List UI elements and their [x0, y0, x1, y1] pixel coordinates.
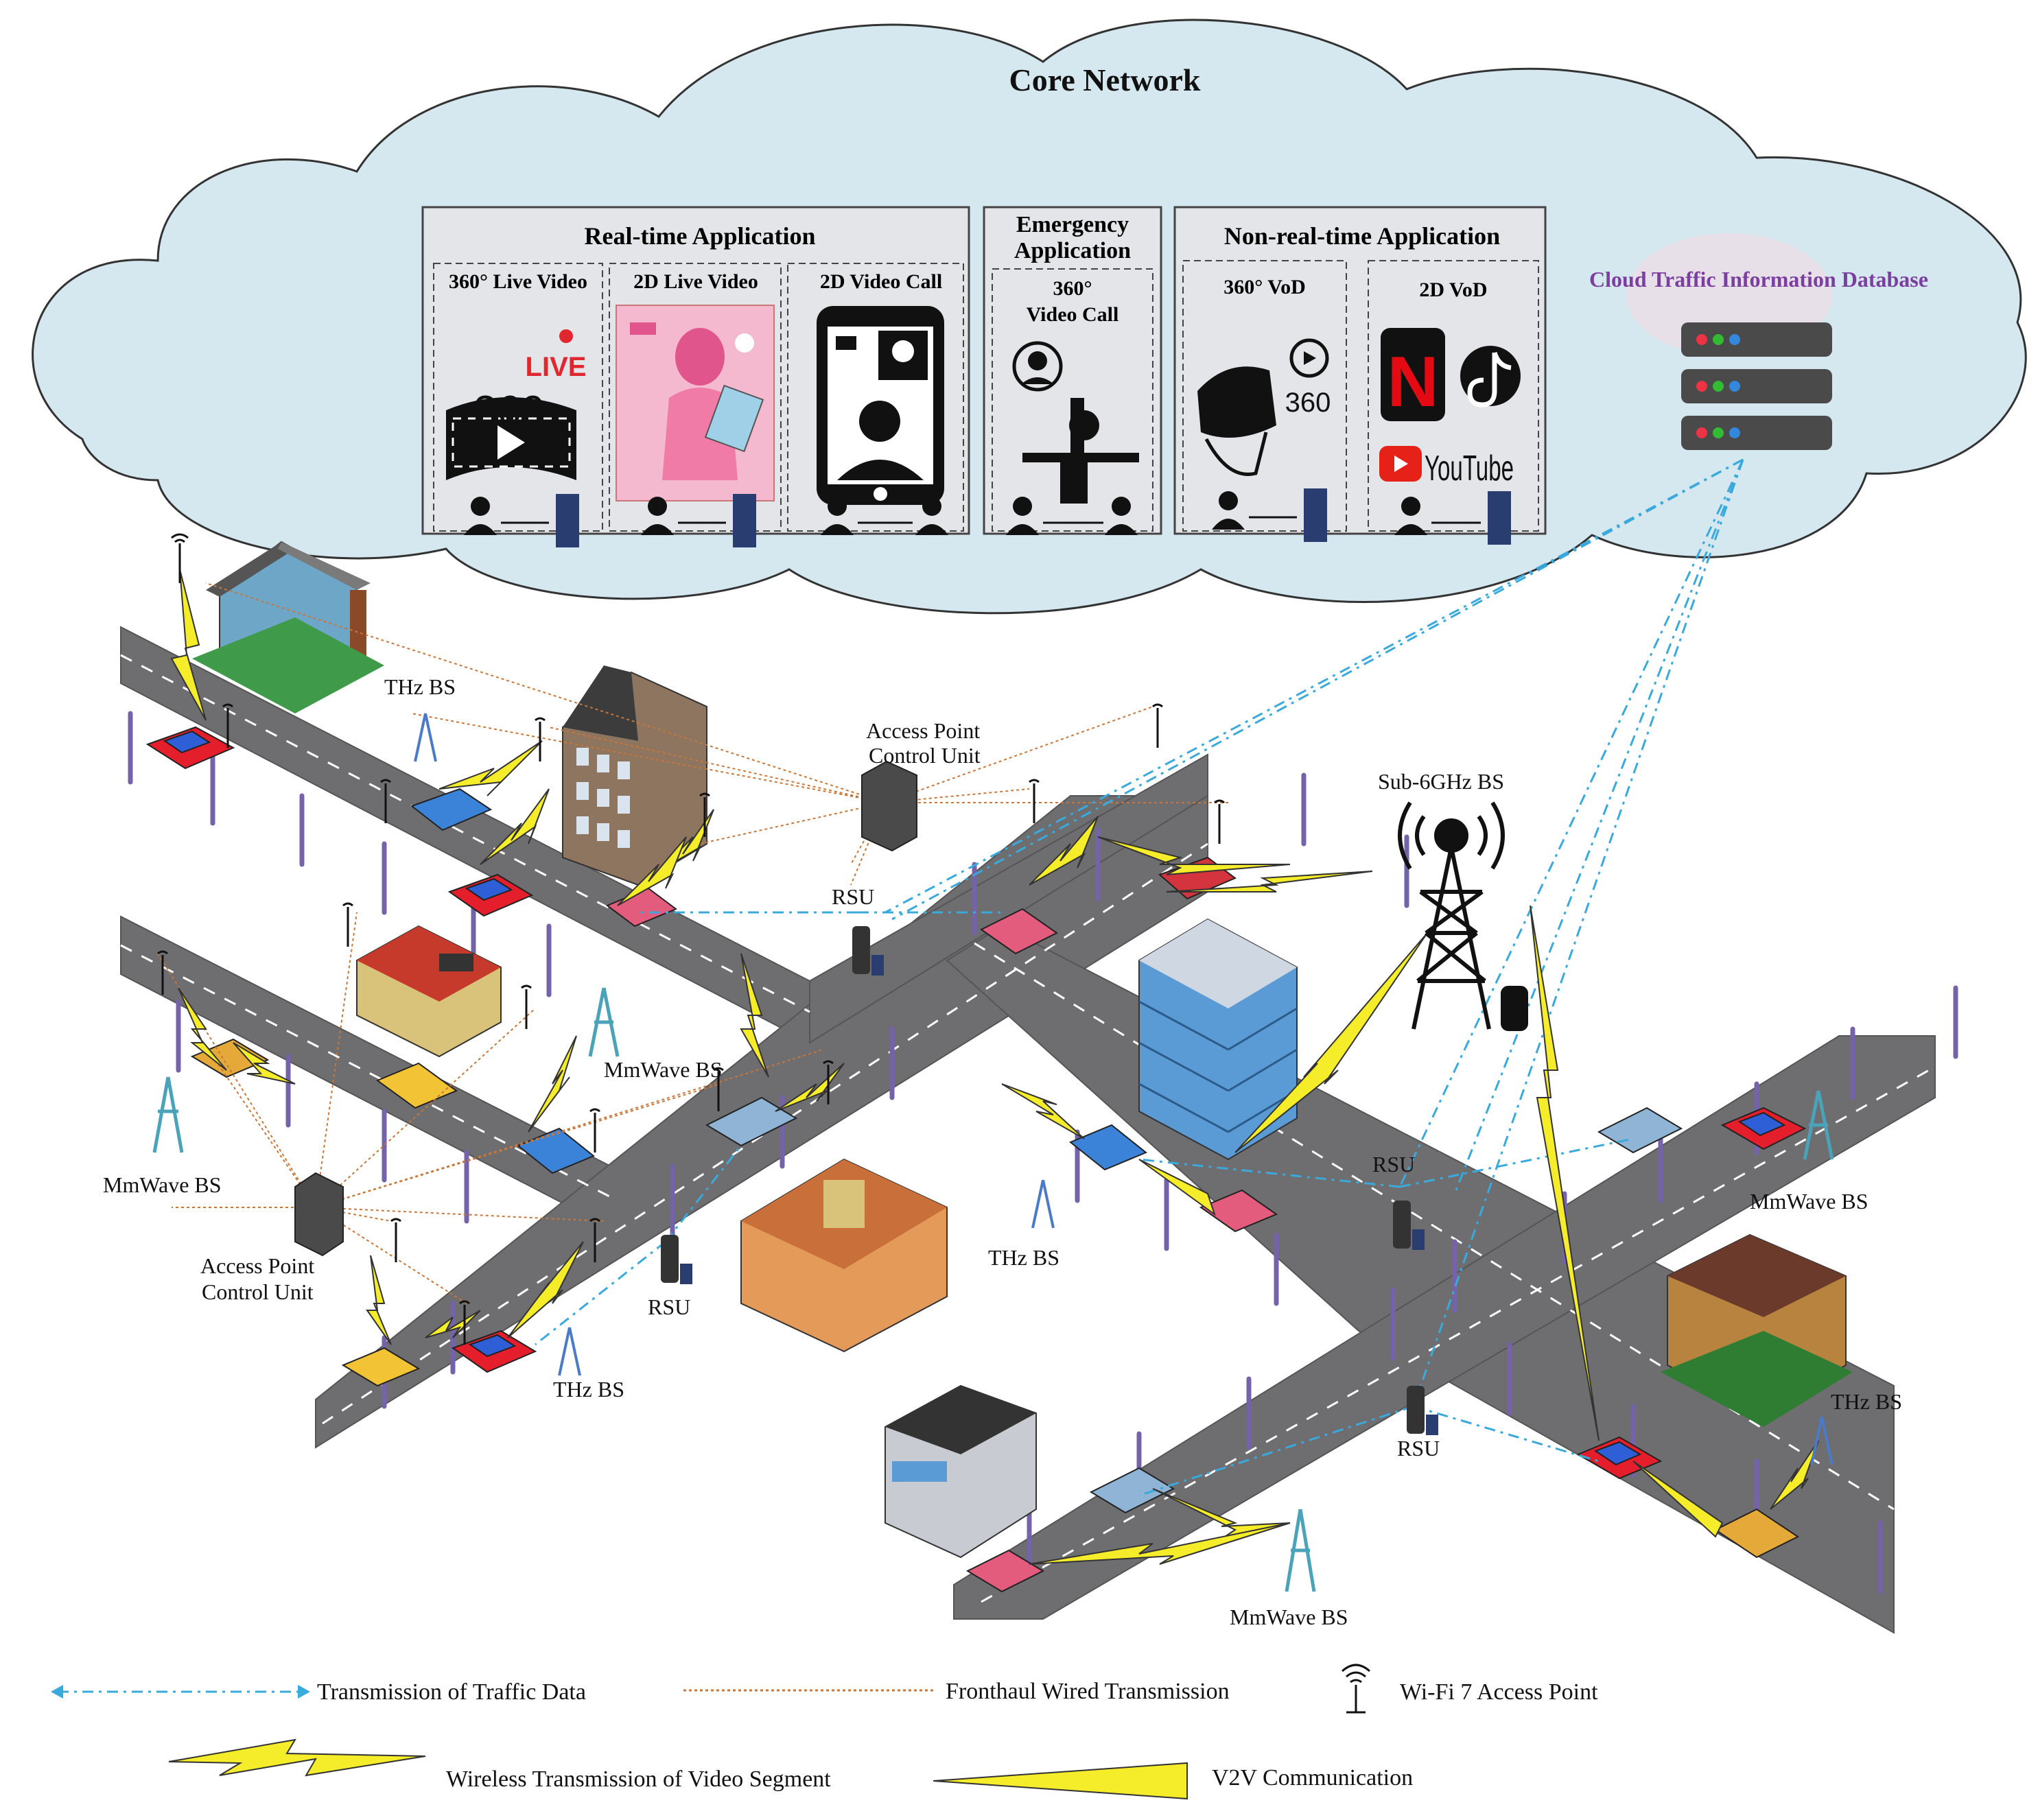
emergency-title-1: Emergency [1016, 212, 1129, 237]
realtime-title: Real-time Application [585, 222, 816, 250]
label-mmwave-bs-3: MmWave BS [1750, 1189, 1869, 1214]
map-labels: THz BS Access Point Control Unit Sub-6GH… [103, 674, 1902, 1629]
surgery-icon [1012, 341, 1139, 504]
2d-live-video-icon [616, 305, 775, 501]
ap-control-units [294, 760, 917, 1257]
youtube-icon: YouTube [1379, 446, 1514, 488]
car-red-5 [451, 1329, 537, 1373]
label-rsu-4: RSU [1397, 1436, 1440, 1461]
car-blue-3 [1069, 1124, 1147, 1171]
wireless-bolts [170, 569, 1819, 1565]
wifi7-access-points [157, 533, 1225, 1345]
label-thz-bs-3: THz BS [553, 1377, 624, 1402]
label-mmwave-bs-4: MmWave BS [1230, 1605, 1348, 1629]
label-rsu-1: RSU [832, 884, 874, 909]
nonrealtime-title: Non-real-time Application [1224, 222, 1500, 250]
hospital-building [740, 1158, 948, 1353]
label-rsu-2: RSU [648, 1295, 690, 1319]
car-pink-3 [1199, 1189, 1278, 1233]
legend-wireless-label: Wireless Transmission of Video Segment [446, 1766, 831, 1792]
label-sub6-bs: Sub-6GHz BS [1378, 769, 1504, 794]
legend: Transmission of Traffic Data Fronthaul W… [51, 1664, 1598, 1800]
legend-v2v-beam [933, 1762, 1188, 1800]
rt-360-live-label: 360° Live Video [449, 270, 587, 293]
road-markings [120, 654, 1936, 1603]
label-ap-control-2b: Control Unit [202, 1279, 314, 1304]
legend-traffic-line [51, 1685, 310, 1699]
v2v-beams [1138, 1159, 1724, 1538]
car-red-4 [1720, 1107, 1807, 1150]
road-top-right [809, 753, 1208, 1044]
legend-wireless-bolt [168, 1738, 426, 1777]
car-silver-1 [705, 1096, 798, 1147]
label-ap-control-2a: Access Point [200, 1253, 314, 1278]
cloud-db-label: Cloud Traffic Information Database [1589, 267, 1928, 292]
sub6-tower [1398, 801, 1528, 1031]
label-mmwave-bs-2: MmWave BS [103, 1172, 222, 1197]
label-thz-bs-4: THz BS [1831, 1389, 1902, 1414]
rsu-units [661, 926, 1438, 1435]
cloud-traffic-database [1626, 233, 1832, 450]
car-yellow-3 [1714, 1508, 1799, 1559]
thz-towers [414, 713, 1834, 1465]
car-yellow-2 [341, 1347, 421, 1387]
em-360-call-label-2: Video Call [1027, 303, 1119, 326]
shop-building [356, 925, 502, 1058]
label-thz-bs-1: THz BS [384, 674, 456, 699]
label-ap-control-1b: Control Unit [869, 743, 981, 768]
legend-fronthaul-label: Fronthaul Wired Transmission [946, 1679, 1230, 1704]
label-ap-control-1a: Access Point [866, 718, 980, 743]
tiktok-icon [1460, 346, 1521, 407]
core-network-title: Core Network [1009, 62, 1201, 97]
label-mmwave-bs-1: MmWave BS [604, 1057, 723, 1082]
car-red-2 [447, 873, 534, 917]
car-pink-2 [980, 908, 1058, 955]
label-thz-bs-2: THz BS [988, 1245, 1059, 1270]
tower-building-center [1138, 918, 1298, 1161]
house-top-left [192, 541, 384, 713]
road-bottom [953, 1035, 1936, 1620]
vr-headset-icon: 360 [1197, 338, 1331, 476]
nrt-360-vod-label: 360° VoD [1223, 276, 1306, 298]
car-red-1 [145, 726, 235, 770]
car-silver-3 [1089, 1467, 1175, 1514]
live-badge: LIVE [526, 352, 587, 382]
rt-2d-call-label: 2D Video Call [820, 270, 942, 293]
car-yellow-1 [375, 1062, 458, 1109]
house-right [1661, 1233, 1853, 1427]
legend-traffic-label: Transmission of Traffic Data [317, 1679, 586, 1705]
user-server-pairs [464, 488, 1511, 547]
youtube-wordmark: YouTube [1425, 449, 1514, 488]
rt-2d-live-label: 2D Live Video [633, 270, 758, 293]
car-orange-1 [190, 1038, 270, 1078]
warehouse-bottom-left [885, 1384, 1037, 1559]
badge-360-small: 360 [1285, 388, 1331, 418]
mmwave-towers [152, 987, 1834, 1592]
label-rsu-3: RSU [1372, 1152, 1415, 1177]
legend-wifi7-icon [1341, 1664, 1371, 1714]
car-blue-1 [410, 788, 493, 831]
car-pink-4 [965, 1549, 1045, 1593]
legend-wifi7-label: Wi-Fi 7 Access Point [1400, 1679, 1598, 1705]
legend-v2v-label: V2V Communication [1212, 1765, 1413, 1791]
em-360-call-label-1: 360° [1053, 277, 1092, 300]
360-live-video-icon: LIVE 360 [446, 329, 586, 480]
netflix-letter: N [1387, 342, 1438, 422]
netflix-icon: N [1381, 328, 1445, 422]
emergency-title-2: Application [1014, 238, 1131, 263]
nrt-2d-vod-label: 2D VoD [1419, 279, 1487, 301]
office-building-left [562, 665, 707, 886]
badge-360: 360 [473, 388, 544, 435]
traffic-data-lines [535, 458, 1744, 1497]
phone-video-call-icon [817, 306, 944, 505]
